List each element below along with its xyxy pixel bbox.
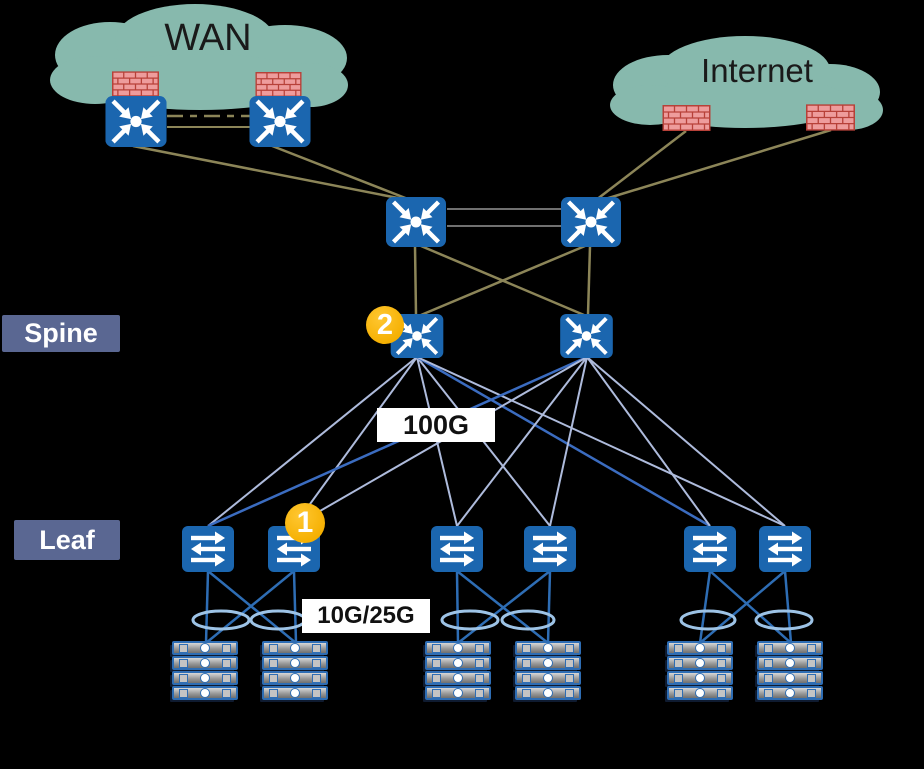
wan-cloud-label: WAN	[164, 16, 252, 59]
server-stack-5	[667, 641, 733, 700]
server-stack-4	[515, 641, 581, 700]
leaf-switch-4-icon	[524, 526, 576, 572]
firewall-icon-wan-1	[112, 71, 159, 97]
link-leaf2-server2	[292, 570, 298, 644]
server-unit	[425, 671, 491, 685]
step-badge-1: 1	[285, 503, 325, 543]
leaf-switch-1-icon	[182, 526, 234, 572]
server-unit	[667, 641, 733, 655]
lag-ellipse-2	[249, 609, 307, 631]
server-unit	[425, 641, 491, 655]
link-leaf3-server3	[455, 570, 460, 644]
leaf-switch-5-icon	[684, 526, 736, 572]
leaf-switch-3-icon	[431, 526, 483, 572]
leaf-server-speed-label: 10G/25G	[302, 599, 430, 633]
server-unit	[757, 641, 823, 655]
lag-ellipse-6	[754, 609, 814, 631]
leaf-switch-6-icon	[759, 526, 811, 572]
wan-router-2-icon	[249, 96, 311, 147]
server-unit	[262, 656, 328, 670]
server-unit	[172, 656, 238, 670]
link-internet-firewall2-core2	[601, 128, 832, 202]
link-leaf2-server1	[205, 570, 295, 644]
step-badge-2: 2	[366, 306, 404, 344]
firewall-icon-wan-2	[255, 72, 302, 97]
server-unit	[667, 671, 733, 685]
server-unit	[515, 656, 581, 670]
lag-ellipse-4	[500, 609, 556, 631]
link-leaf5-server5	[698, 570, 712, 644]
server-stack-2	[262, 641, 328, 700]
spine-layer-label: Spine	[2, 315, 120, 352]
link-leaf1-server1	[204, 570, 210, 644]
link-spine2-leaf4	[549, 356, 588, 527]
link-core2-spine2	[586, 245, 592, 316]
link-spine1-leaf2	[293, 356, 418, 527]
server-unit	[262, 671, 328, 685]
server-unit	[515, 671, 581, 685]
server-stack-6	[757, 641, 823, 700]
spine-leaf-speed-label: 100G	[377, 408, 495, 442]
link-leaf1-server2	[207, 570, 297, 644]
server-stack-3	[425, 641, 491, 700]
server-unit	[757, 686, 823, 700]
core-router-2-icon	[560, 197, 622, 247]
firewall-icon-internet-1	[662, 105, 711, 131]
lag-ellipse-3	[440, 609, 500, 631]
link-wan-router1-core1	[132, 144, 409, 202]
link-internet-firewall1-core2	[595, 130, 687, 201]
leaf-layer-label: Leaf	[14, 520, 120, 560]
server-unit	[262, 641, 328, 655]
link-spine1-leaf5	[416, 355, 711, 528]
link-spine1-leaf6	[416, 356, 786, 527]
server-unit	[757, 656, 823, 670]
leaf-server-links	[204, 570, 793, 644]
wan-router-1-icon	[105, 96, 167, 147]
server-stack-1	[172, 641, 238, 700]
link-wan-router2-core1	[261, 140, 414, 203]
firewall-icon-internet-2	[806, 104, 855, 131]
server-unit	[425, 656, 491, 670]
server-unit	[515, 686, 581, 700]
link-leaf6-server5	[699, 570, 786, 644]
link-core1-spine1	[413, 245, 418, 316]
link-spine1-leaf1	[207, 356, 418, 527]
link-leaf4-server3	[457, 570, 551, 644]
spine-leaf-links	[207, 355, 786, 528]
lag-ellipse-5	[679, 609, 737, 631]
lag-ellipse-1	[191, 609, 251, 631]
server-unit	[757, 671, 823, 685]
server-unit	[425, 686, 491, 700]
link-leaf6-server6	[783, 570, 793, 644]
server-unit	[667, 686, 733, 700]
internet-cloud	[610, 36, 883, 130]
server-unit	[667, 656, 733, 670]
link-leaf5-server6	[709, 570, 792, 644]
spine-switch-2-icon	[558, 314, 615, 358]
link-leaf4-server4	[546, 570, 552, 644]
server-unit	[262, 686, 328, 700]
link-spine2-leaf3	[456, 356, 588, 527]
server-unit	[172, 641, 238, 655]
link-core2-spine1	[420, 244, 586, 317]
internet-cloud-label: Internet	[701, 52, 813, 89]
server-unit	[515, 641, 581, 655]
link-spine2-leaf6	[586, 356, 786, 527]
link-spine2-leaf5	[586, 356, 711, 527]
core-router-1-icon	[385, 197, 447, 247]
server-unit	[172, 686, 238, 700]
server-unit	[172, 671, 238, 685]
